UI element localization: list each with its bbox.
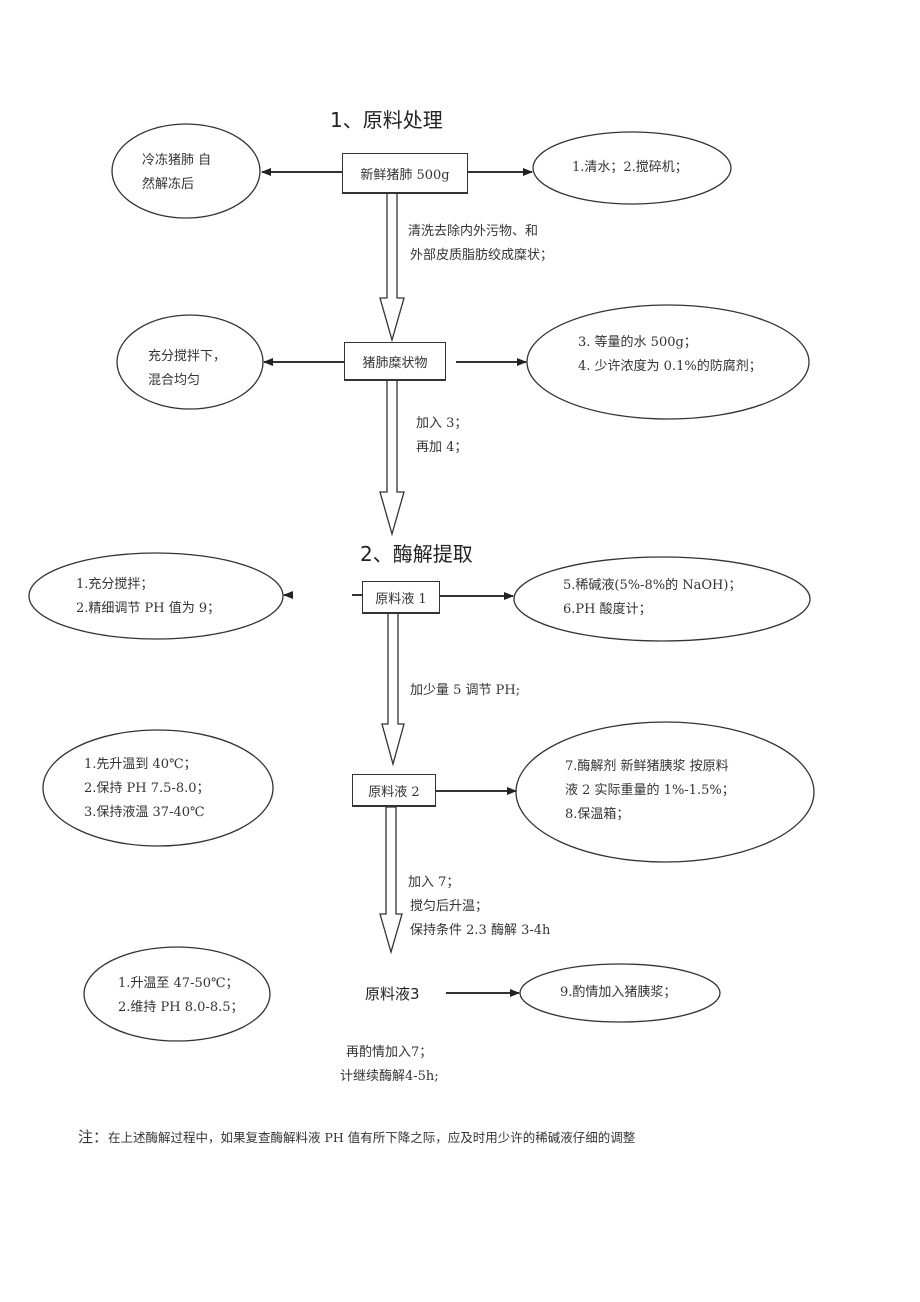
step-label-add-line-1: 加入 3； xyxy=(416,416,468,431)
block-arrow-1 xyxy=(379,185,405,343)
footnote: 注：在上述酶解过程中，如果复查酶解料液 PH 值有所下降之际，应及时用少许的稀碱… xyxy=(78,1126,635,1147)
footnote-lead: 注： xyxy=(78,1128,109,1146)
step-label-add7-line-3: 保持条件 2.3 酶解 3-4h xyxy=(410,923,551,938)
oval-add-pancreas xyxy=(519,963,721,1023)
block-arrow-4 xyxy=(379,806,403,955)
box-fresh-pig-lung-label: 新鲜猪肺 500g xyxy=(360,167,450,183)
box-liquid-2: 原料液 2 xyxy=(352,774,436,806)
step-label-adjust-ph: 加少量 5 调节 PH; xyxy=(410,683,521,698)
oval-frozen-lung-line-1: 冷冻猪肺 自 xyxy=(142,153,212,168)
oval-naoh-line-1: 5.稀碱液(5%-8%的 NaOH)； xyxy=(563,578,742,593)
footnote-text: 在上述酶解过程中，如果复查酶解料液 PH 值有所下降之际，应及时用少许的稀碱液仔… xyxy=(108,1130,636,1145)
oval-water-preservative-line-2: 4. 少许浓度为 0.1%的防腐剂； xyxy=(578,359,762,374)
oval-heat-40-line-3: 3.保持液温 37-40℃ xyxy=(84,805,205,820)
oval-enzyme-line-1: 7.酶解剂 新鲜猪胰浆 按原料 xyxy=(565,759,729,774)
box-fresh-pig-lung: 新鲜猪肺 500g xyxy=(342,153,468,193)
oval-stir-mix-line-2: 混合均匀 xyxy=(148,373,201,388)
step-label-wash-line-1: 清洗去除内外污物、和 xyxy=(408,224,539,239)
step-label-add7-line-1: 加入 7； xyxy=(408,875,460,890)
oval-naoh-line-2: 6.PH 酸度计； xyxy=(563,602,652,617)
oval-water-preservative-line-1: 3. 等量的水 500g； xyxy=(578,335,697,350)
block-arrow-3 xyxy=(381,611,405,767)
oval-stir-ph9-line-2: 2.精细调节 PH 值为 9； xyxy=(76,601,221,616)
oval-water-preservative xyxy=(526,304,810,420)
oval-water-mincer xyxy=(532,131,732,205)
oval-frozen-lung xyxy=(111,123,261,219)
oval-stir-ph9 xyxy=(28,552,284,640)
oval-enzyme-line-2: 液 2 实际重量的 1%-1.5%； xyxy=(565,783,735,798)
section-title-raw-material: 1、原料处理 xyxy=(330,108,443,132)
section-title-enzymolysis: 2、酶解提取 xyxy=(360,542,473,566)
oval-heat-47-50 xyxy=(83,946,271,1042)
oval-stir-mix-line-1: 充分搅拌下， xyxy=(148,349,227,364)
oval-add-pancreas-text: 9.酌情加入猪胰浆； xyxy=(560,985,677,1000)
oval-naoh-phmeter xyxy=(513,556,811,642)
box-minced-lung-label: 猪肺糜状物 xyxy=(362,355,428,371)
block-arrow-2 xyxy=(379,376,405,537)
oval-frozen-lung-line-2: 然解冻后 xyxy=(142,177,195,192)
oval-heat-47-line-1: 1.升温至 47-50℃； xyxy=(118,976,239,991)
oval-heat-47-line-2: 2.维持 PH 8.0-8.5； xyxy=(118,1000,244,1015)
step-label-wash-line-2: 外部皮质脂肪绞成糜状； xyxy=(410,248,554,263)
box-liquid-2-label: 原料液 2 xyxy=(368,784,420,800)
oval-water-mincer-text: 1.清水；2.搅碎机； xyxy=(572,160,688,175)
oval-stir-ph9-line-1: 1.充分搅拌； xyxy=(76,577,154,592)
box-liquid-1: 原料液 1 xyxy=(362,581,440,613)
oval-heat-40-line-2: 2.保持 PH 7.5-8.0； xyxy=(84,781,210,796)
step-label-continue-line-1: 再酌情加入7； xyxy=(346,1045,433,1060)
oval-heat-40 xyxy=(42,729,274,847)
oval-enzyme-line-3: 8.保温箱； xyxy=(565,807,630,822)
box-liquid-1-label: 原料液 1 xyxy=(375,591,427,607)
oval-heat-40-line-1: 1.先升温到 40℃； xyxy=(84,757,197,772)
step-label-add-line-2: 再加 4； xyxy=(416,440,468,455)
step-label-continue-line-2: 计继续酶解4-5h; xyxy=(340,1069,439,1084)
box-minced-lung: 猪肺糜状物 xyxy=(344,342,446,380)
node-liquid-3: 原料液3 xyxy=(365,985,420,1003)
step-label-add7-line-2: 搅匀后升温； xyxy=(410,899,489,914)
